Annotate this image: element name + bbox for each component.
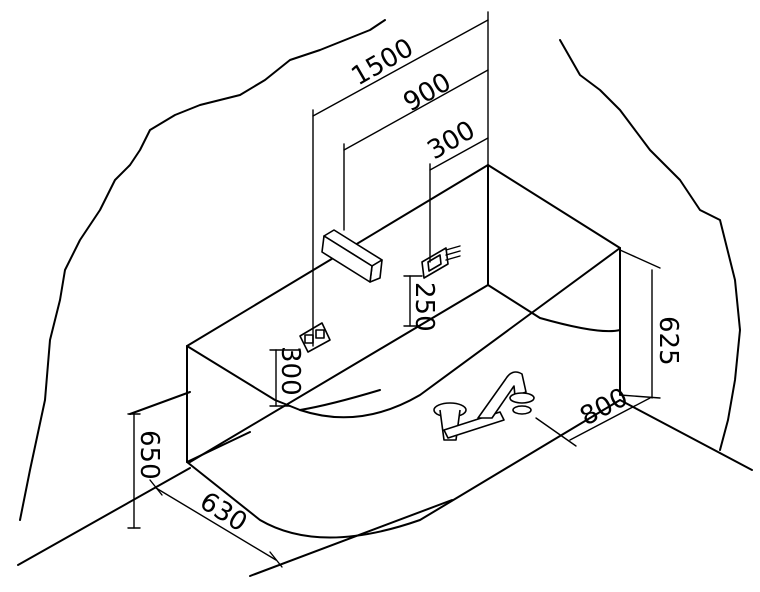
- floor-line-right: [249, 499, 453, 577]
- dim-line-630: [155, 487, 277, 561]
- dim-line-1500: [312, 19, 489, 117]
- dim-label-630: 630: [194, 486, 252, 538]
- spout-icon: [321, 229, 383, 283]
- dim-label-650: 650: [134, 430, 164, 480]
- wall-outline-left: [19, 19, 386, 521]
- lower-mixer-icon: [299, 322, 331, 353]
- drain-assembly-icon: [433, 371, 535, 441]
- dim-label-300-lower: 300: [275, 346, 305, 396]
- tub-front-top-edge: [186, 247, 621, 419]
- dim-line-900: [343, 69, 489, 151]
- dim-label-800: 800: [575, 382, 633, 432]
- dim-label-900: 900: [399, 67, 457, 118]
- tub-back-bottom-edge: [186, 284, 621, 463]
- dim-line-800: [569, 397, 651, 441]
- tub-apron-curve: [186, 399, 753, 539]
- tub-back-top-edge: [186, 164, 621, 347]
- dim-line-300-top: [429, 137, 489, 171]
- floor-line-left: [17, 467, 191, 566]
- wall-outline-right: [559, 39, 741, 451]
- tub-inner-curve: [299, 389, 381, 411]
- dim-label-1500: 1500: [347, 33, 419, 92]
- dim-label-250: 250: [409, 282, 439, 332]
- wall-handle-icon: [421, 245, 461, 279]
- floor-line-front: [129, 391, 191, 415]
- wall-back-corner-line: [189, 284, 489, 463]
- dim-label-625: 625: [653, 316, 683, 366]
